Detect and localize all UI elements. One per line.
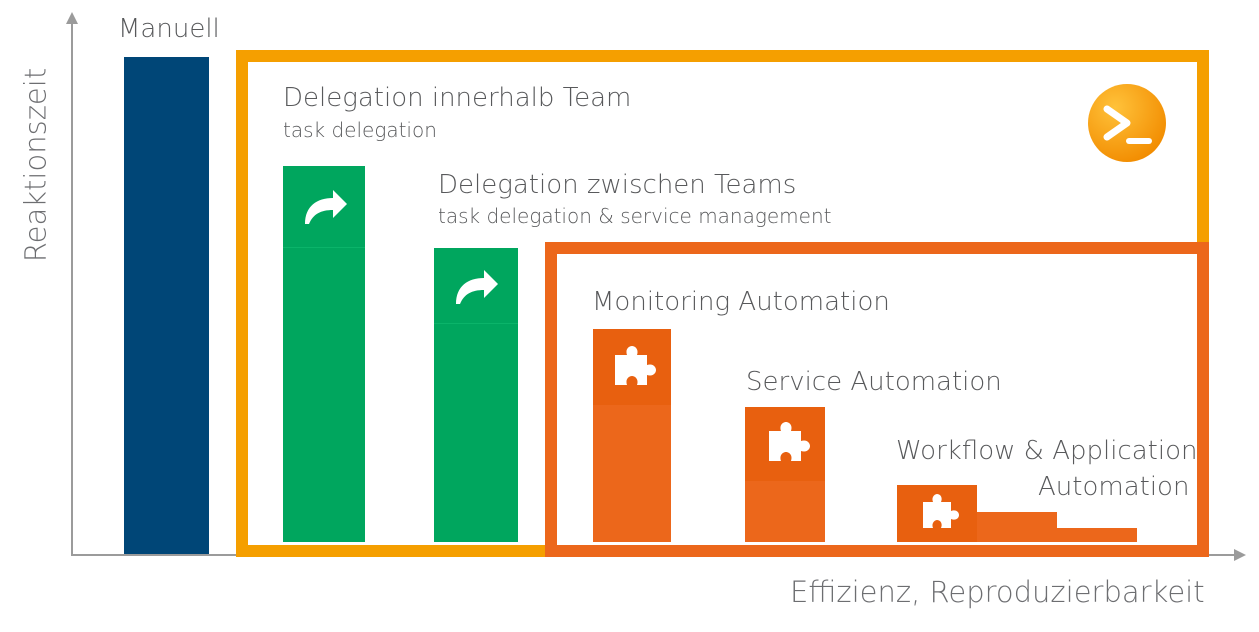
monitoring-icon-tile [593,329,671,405]
cross-team-delegation-subtitle: task delegation & service management [438,204,832,228]
y-axis-label: Reaktionszeit [18,67,53,263]
workflow-step-bar-3 [1057,528,1137,542]
workflow-step-bar-2 [977,512,1057,542]
workflow-icon-tile [897,485,977,542]
cross-team-delegation-icon-tile [434,248,518,324]
manual-label: Manuell [118,14,220,44]
team-delegation-title: Delegation innerhalb Team [283,83,632,113]
puzzle-piece-icon [923,494,959,528]
share-arrow-icon [456,270,498,304]
workflow-title-line2: Automation [1038,472,1190,502]
x-axis-label: Effizienz, Reproduzierbarkeit [790,575,1205,609]
automation-frame [545,242,1209,557]
team-delegation-icon-tile [283,166,365,248]
cross-team-delegation-title: Delegation zwischen Teams [438,170,797,200]
service-icon-tile [745,407,825,481]
puzzle-piece-icon [769,422,810,461]
puzzle-piece-icon [615,346,656,385]
share-arrow-icon [305,190,347,224]
monitoring-title: Monitoring Automation [592,287,890,317]
team-delegation-subtitle: task delegation [283,118,437,142]
workflow-title-line1: Workflow & Application [896,436,1198,466]
manual-bar [124,57,209,554]
service-title: Service Automation [746,367,1002,397]
powershell-icon [1088,84,1166,162]
